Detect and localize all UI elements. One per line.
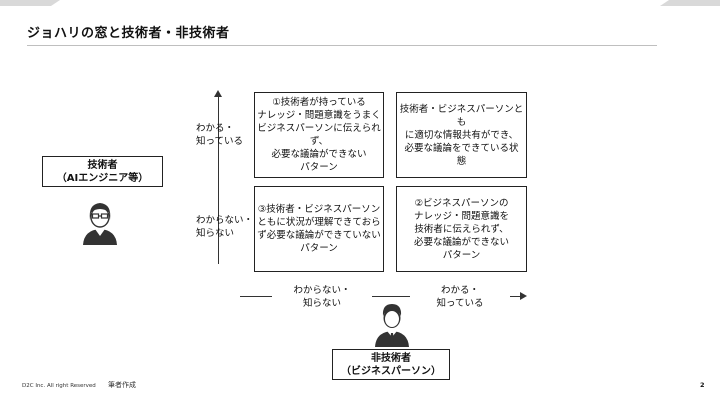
page-number: 2: [700, 381, 705, 389]
vertical-axis-top-label: わかる・ 知っている: [196, 123, 244, 147]
vertical-axis-bottom-label: わからない・ 知らない: [196, 215, 254, 239]
horizontal-axis-line-left: [240, 296, 272, 297]
corner-decoration-right: [660, 0, 720, 6]
source-note: 筆者作成: [108, 381, 136, 389]
engineer-role-box: 技術者 （AIエンジニア等）: [42, 156, 163, 187]
quadrant-bottom-right: ②ビジネスパーソンの ナレッジ・問題意識を 技術者に伝えられず、 必要な議論がで…: [396, 186, 527, 272]
quadrant-top-right: 技術者・ビジネスパーソンとも に適切な情報共有ができ、 必要な議論をできている状…: [396, 92, 527, 178]
horizontal-axis-line-right: [510, 296, 522, 297]
horizontal-axis-arrow: [520, 292, 527, 300]
horizontal-axis-right-label: わかる・ 知っている: [436, 285, 484, 309]
horizontal-axis-line-mid: [372, 296, 410, 297]
vertical-axis-line: [218, 96, 219, 264]
quadrant-top-left: ①技術者が持っている ナレッジ・問題意識をうまく ビジネスパーソンに伝えられず、…: [254, 92, 384, 178]
page-title: ジョハリの窓と技術者・非技術者: [27, 26, 230, 41]
corner-decoration-left: [0, 0, 60, 6]
engineer-person-icon: [83, 203, 117, 245]
title-divider: [27, 45, 657, 46]
horizontal-axis-left-label: わからない・ 知らない: [293, 285, 351, 309]
non-engineer-role-box: 非技術者 （ビジネスパーソン）: [332, 349, 450, 380]
vertical-axis-arrow: [214, 90, 222, 97]
quadrant-bottom-left: ③技術者・ビジネスパーソン ともに状況が理解できておら ず必要な議論ができていな…: [254, 186, 384, 272]
copyright-text: D2C Inc. All right Reserved: [22, 383, 96, 389]
businessperson-icon: [375, 304, 409, 347]
